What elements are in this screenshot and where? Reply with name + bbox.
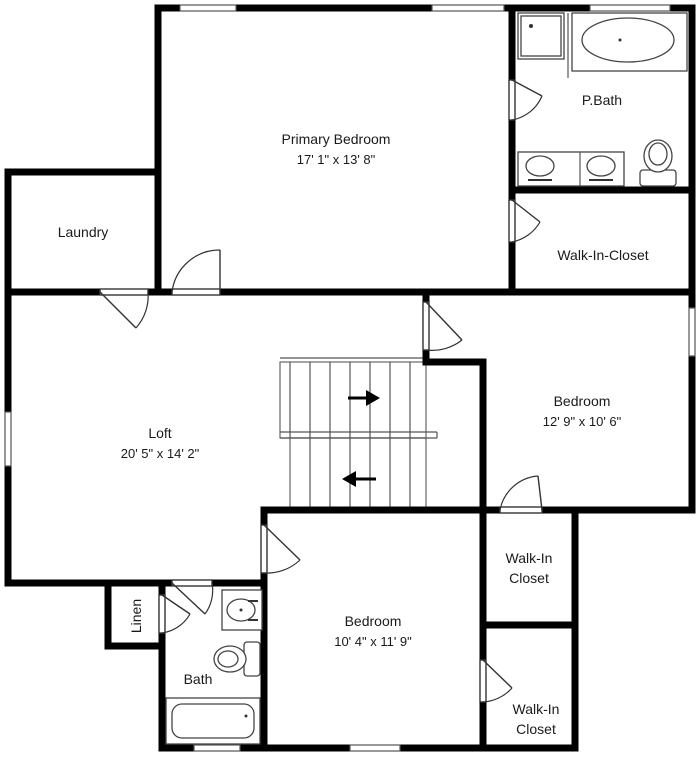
- primary-bedroom-name: Primary Bedroom: [282, 131, 391, 147]
- room-labels: Primary Bedroom 17' 1" x 13' 8" P.Bath W…: [58, 92, 649, 737]
- bath-name: Bath: [184, 671, 213, 687]
- door-walk-in-closet-1: [499, 475, 543, 514]
- primary-bedroom-dims: 17' 1" x 13' 8": [297, 152, 376, 167]
- doors: [99, 79, 543, 703]
- window: [4, 411, 12, 467]
- door-p-bath: [508, 79, 543, 121]
- bedroom-south-dims: 10' 4" x 11' 9": [334, 634, 412, 649]
- window: [193, 744, 241, 752]
- walk-in-closet-1-line2: Closet: [509, 570, 549, 586]
- walk-in-closet-2-line1: Walk-In: [513, 701, 560, 717]
- door-south-bedroom: [260, 524, 301, 574]
- staircase: [279, 357, 438, 509]
- shower-icon: [517, 12, 565, 60]
- window: [349, 744, 401, 752]
- door-walk-in-closet-2: [479, 659, 513, 703]
- loft-name: Loft: [148, 425, 171, 441]
- toilet-icon: [213, 641, 261, 677]
- door-primary-bedroom: [171, 249, 221, 296]
- laundry-name: Laundry: [58, 224, 109, 240]
- window: [179, 4, 237, 12]
- bedroom-east-dims: 12' 9" x 10' 6": [543, 414, 622, 429]
- bathtub-icon: [165, 697, 261, 745]
- bedroom-south-name: Bedroom: [345, 613, 402, 629]
- stair-arrow-down-icon: [342, 471, 376, 487]
- window: [589, 4, 671, 12]
- walk-in-closet-1-line1: Walk-In: [506, 550, 553, 566]
- door-walk-in-closet-primary: [508, 199, 541, 243]
- bathtub-icon: [571, 12, 688, 72]
- loft-dims: 20' 5" x 14' 2": [121, 446, 200, 461]
- walk-in-closet-primary-name: Walk-In-Closet: [557, 247, 648, 263]
- walk-in-closet-2-line2: Closet: [516, 721, 556, 737]
- windows: [4, 4, 696, 752]
- sink-icon: [221, 589, 263, 631]
- window: [431, 4, 505, 12]
- fixtures: [165, 12, 688, 745]
- door-east-bedroom: [422, 301, 463, 351]
- door-bath: [171, 579, 214, 615]
- linen-name: Linen: [128, 599, 144, 633]
- p-bath-name: P.Bath: [582, 92, 622, 108]
- toilet-icon: [639, 139, 677, 187]
- window: [688, 307, 696, 357]
- stair-arrow-up-icon: [348, 390, 380, 406]
- double-vanity-icon: [517, 151, 625, 187]
- door-linen: [158, 594, 191, 634]
- door-laundry: [99, 288, 149, 329]
- bedroom-east-name: Bedroom: [554, 393, 611, 409]
